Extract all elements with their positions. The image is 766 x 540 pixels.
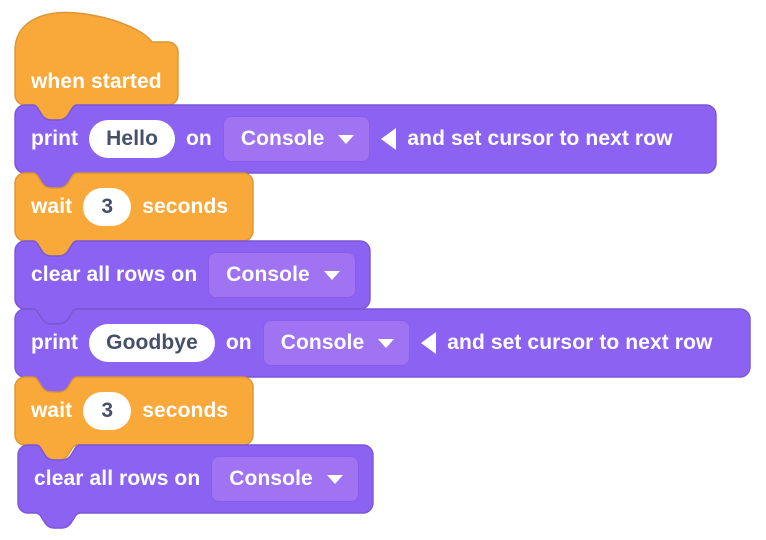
block-label: on [186,127,212,150]
block-when-started[interactable]: when started [14,11,179,121]
block-content: clear all rows on Console [15,241,367,309]
collapse-left-triangle-icon[interactable] [421,332,437,354]
console-dropdown[interactable]: Console [208,252,356,298]
block-clear-all-rows-2[interactable]: clear all rows on Console [17,444,374,529]
block-label: print [31,127,79,150]
number-input-field[interactable]: 3 [83,392,132,430]
dropdown-value: Console [240,127,325,150]
block-label: seconds [142,195,229,218]
text-input-field[interactable]: Goodbye [89,324,215,362]
chevron-down-icon [378,338,395,348]
block-wait-3-seconds-2[interactable]: wait 3 seconds [14,376,254,461]
block-content: wait 3 seconds [15,377,228,445]
dropdown-value: Console [229,467,313,490]
block-label: print [31,331,79,354]
block-label: and set cursor to next row [407,127,673,150]
block-label: seconds [142,399,229,422]
block-label: when started [31,70,162,93]
console-dropdown[interactable]: Console [222,116,371,162]
block-content: clear all rows on Console [18,445,370,513]
block-label: and set cursor to next row [447,331,713,354]
block-clear-all-rows-1[interactable]: clear all rows on Console [14,240,371,325]
dropdown-value: Console [226,263,310,286]
number-input-field[interactable]: 3 [83,188,132,226]
console-dropdown[interactable]: Console [262,320,411,366]
chevron-down-icon [326,474,343,484]
collapse-left-triangle-icon[interactable] [381,128,397,150]
block-label: clear all rows on [31,263,198,286]
block-wait-3-seconds-1[interactable]: wait 3 seconds [14,172,254,257]
console-dropdown[interactable]: Console [211,456,359,502]
text-input-field[interactable]: Hello [89,120,175,158]
dropdown-value: Console [280,331,365,354]
chevron-down-icon [338,134,355,144]
block-content: print Goodbye on Console and set cursor to n… [15,309,712,377]
chevron-down-icon [323,270,340,280]
block-content: wait 3 seconds [15,173,228,241]
block-label: on [225,331,252,354]
block-label: wait [31,195,73,218]
block-label: wait [31,399,73,422]
block-print-goodbye[interactable]: print Goodbye on Console and set cursor to n… [14,308,751,393]
block-content: when started [15,1,162,116]
block-label: clear all rows on [34,467,201,490]
